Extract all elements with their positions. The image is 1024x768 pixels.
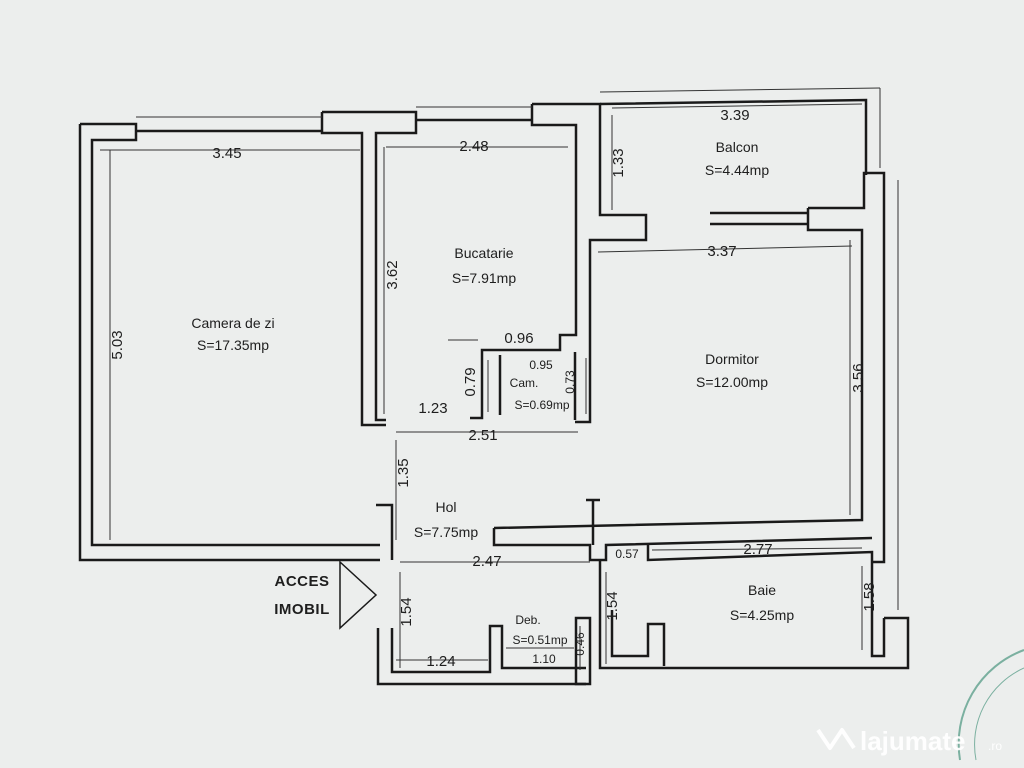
bathroom-right (870, 562, 886, 658)
entrance-wall-b (390, 624, 586, 674)
stamp-seal (957, 649, 1024, 761)
dim-2-47: 2.47 (472, 553, 501, 570)
room-labels: Camera de zi S=17.35mp Bucatarie S=7.91m… (191, 139, 794, 647)
watermark-brand: lajumate (860, 726, 966, 756)
access-label-line1: ACCES (274, 573, 329, 590)
dim-2-48: 2.48 (459, 138, 488, 155)
room-cam-area: S=0.69mp (514, 398, 569, 412)
watermark: lajumate .ro (816, 726, 1002, 756)
dim-1-33: 1.33 (610, 148, 627, 177)
dim-3-39: 3.39 (720, 107, 749, 124)
dimension-labels: 3.45 2.48 3.39 1.33 3.37 5.03 3.62 0.96 … (109, 107, 878, 670)
walls (78, 98, 910, 686)
living-wall-outer (80, 122, 380, 547)
room-bucatarie-name: Bucatarie (454, 245, 513, 261)
bathroom-inner (610, 610, 666, 666)
room-bucatarie-area: S=7.91mp (452, 270, 516, 286)
dim-2-77: 2.77 (743, 541, 772, 558)
room-baie-area: S=4.25mp (730, 607, 794, 623)
stamp-seal-inner (974, 667, 1024, 761)
room-deb-area: S=0.51mp (512, 633, 567, 647)
bathroom-outer (598, 560, 910, 670)
living-wall-outer-2 (78, 124, 380, 562)
room-dormitor-name: Dormitor (705, 351, 759, 367)
room-dormitor-area: S=12.00mp (696, 374, 768, 390)
hall-left-wall (376, 503, 394, 560)
dim-3-56: 3.56 (850, 363, 867, 392)
outer-lines (136, 87, 899, 610)
dim-0-73: 0.73 (563, 370, 577, 394)
watermark-tld: .ro (988, 739, 1002, 753)
living-kitchen-wall-b (320, 112, 386, 427)
access-label-line2: IMOBIL (274, 601, 330, 618)
bedroom-right-wall-b (493, 208, 864, 530)
dim-3-62: 3.62 (384, 260, 401, 289)
dim-1-35: 1.35 (395, 458, 412, 487)
storage-wall (574, 616, 592, 686)
dim-0-95: 0.95 (529, 358, 553, 372)
room-hol-area: S=7.75mp (414, 524, 478, 540)
dim-2-51: 2.51 (468, 427, 497, 444)
brand-logo-icon (816, 728, 856, 750)
dim-1-24: 1.24 (426, 653, 455, 670)
entrance-arrow-icon (339, 560, 378, 630)
dim-0-46: 0.46 (573, 632, 587, 656)
room-balcon-area: S=4.44mp (705, 162, 769, 178)
dim-1-54-left: 1.54 (398, 597, 415, 626)
kitchen-right-wall (532, 102, 648, 424)
dim-5-03: 5.03 (109, 330, 126, 359)
dim-3-37: 3.37 (707, 243, 736, 260)
balcony-railing (599, 98, 868, 175)
dim-3-45: 3.45 (212, 145, 241, 162)
room-camera-area: S=17.35mp (197, 337, 269, 353)
dim-1-58: 1.58 (861, 582, 878, 611)
hall-bedroom-wall (492, 528, 873, 562)
bedroom-right-wall (808, 171, 886, 564)
room-hol-name: Hol (435, 499, 456, 515)
bathroom-top-wall (646, 545, 874, 562)
dim-0-96: 0.96 (504, 330, 533, 347)
dim-0-57: 0.57 (615, 547, 639, 561)
dim-1-54-right: 1.54 (604, 591, 621, 620)
dim-1-23: 1.23 (418, 400, 447, 417)
room-balcon-name: Balcon (716, 139, 759, 155)
kitchen-right-wall-b (470, 104, 578, 420)
room-deb-name: Deb. (515, 613, 540, 627)
dim-0-79: 0.79 (462, 367, 479, 396)
entrance-wall (376, 628, 586, 686)
room-cam-name: Cam. (510, 376, 539, 390)
room-camera-name: Camera de zi (191, 315, 274, 331)
room-baie-name: Baie (748, 582, 776, 598)
living-kitchen-wall (322, 110, 418, 422)
dimension-lines (100, 103, 863, 670)
dim-1-10: 1.10 (532, 652, 556, 666)
